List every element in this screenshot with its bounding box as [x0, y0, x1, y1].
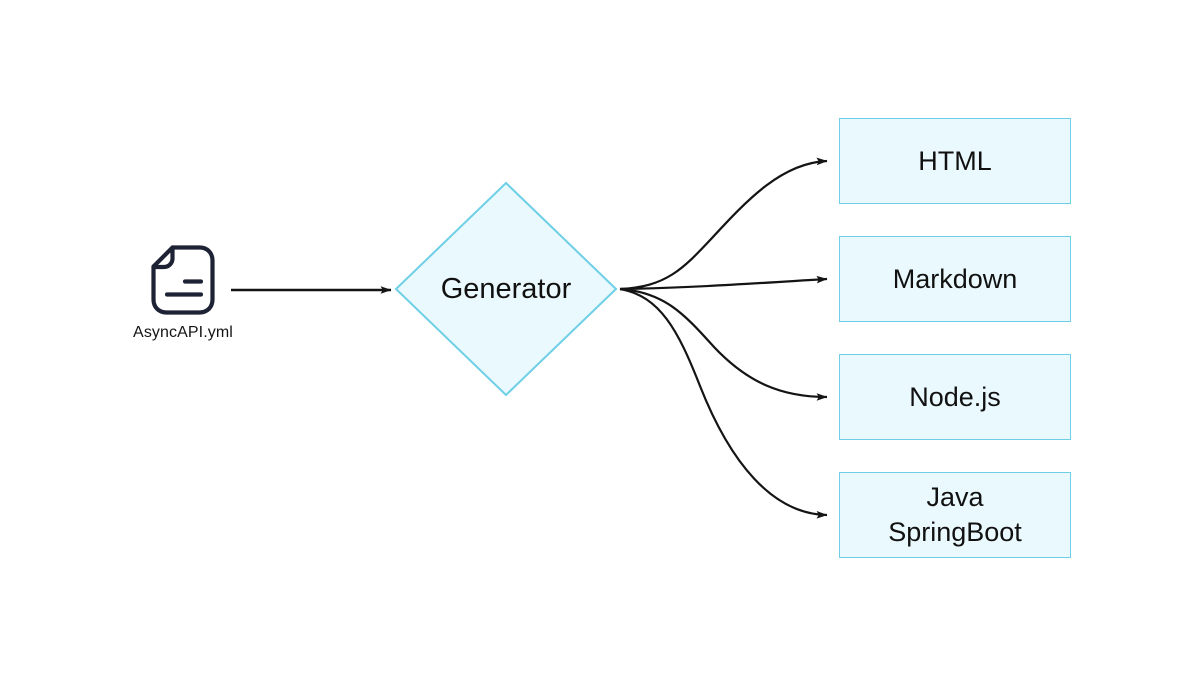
output-box-java-springboot[interactable]: Java SpringBoot [839, 472, 1071, 558]
output-box-nodejs[interactable]: Node.js [839, 354, 1071, 440]
output-box-java-line2: SpringBoot [888, 517, 1022, 547]
generator-node[interactable]: Generator [394, 181, 618, 397]
source-node-label: AsyncAPI.yml [133, 324, 233, 341]
generator-node-label: Generator [440, 273, 572, 305]
output-box-html-label: HTML [918, 145, 992, 176]
source-node-asyncapi[interactable]: AsyncAPI.yml [118, 243, 248, 355]
output-box-html[interactable]: HTML [839, 118, 1071, 204]
output-box-markdown-label: Markdown [892, 263, 1018, 294]
edge-generator-to-java [619, 287, 828, 519]
edge-generator-to-html [619, 157, 828, 291]
output-box-java-springboot-label: Java SpringBoot [888, 480, 1022, 550]
diamond-shape [394, 181, 618, 397]
edge-generator-to-markdown [619, 275, 828, 291]
output-box-java-line1: Java [926, 482, 984, 512]
output-box-nodejs-label: Node.js [909, 381, 1001, 412]
document-file-icon [151, 245, 215, 315]
output-box-markdown[interactable]: Markdown [839, 236, 1071, 322]
edge-generator-to-nodejs [619, 287, 828, 401]
